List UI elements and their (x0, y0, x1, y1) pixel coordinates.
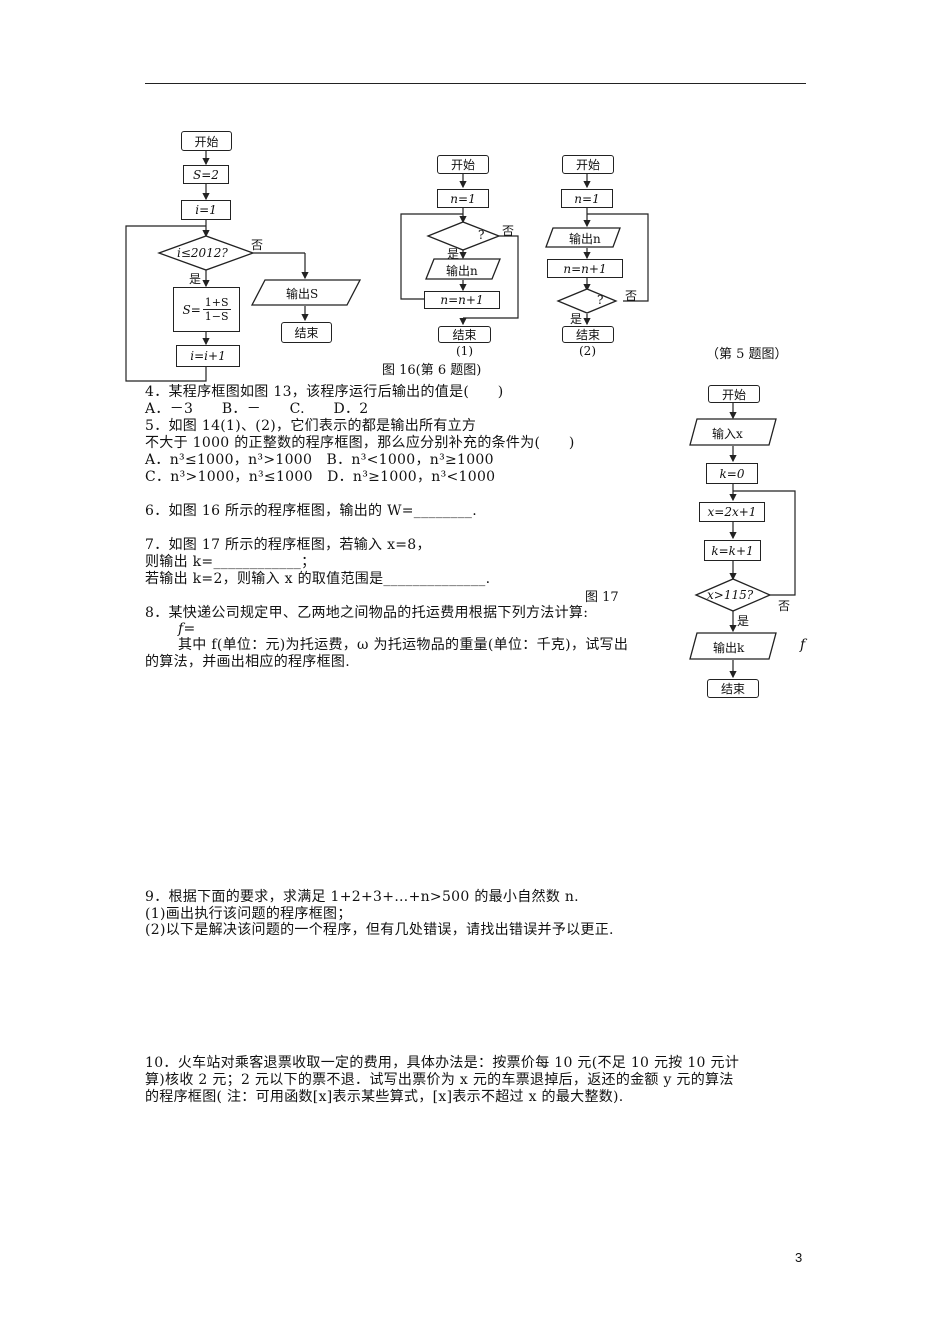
fc-b2-output: 输出n (569, 232, 601, 246)
fc-b2-yes: 是 (570, 312, 583, 326)
fc-a-i-init: i=1 (181, 200, 231, 220)
fc-a-frac-num: 1+S (202, 296, 231, 310)
fc-c-k-update: k=k+1 (704, 540, 761, 561)
fc-a-fraction: 1+S 1−S (202, 296, 231, 323)
fc-a-diamond (157, 235, 255, 271)
q8-line2: f= (178, 621, 196, 637)
q9-line1: 9．根据下面的要求，求满足 1+2+3+…+n>500 的最小自然数 n. (145, 889, 579, 905)
fc-b1-end: 结束 (438, 326, 491, 343)
fc-c-cond: x>115? (707, 588, 754, 602)
fc-c-input: 输入x (712, 427, 743, 441)
fc-c-k-init: k=0 (706, 463, 758, 484)
fc-b2-end: 结束 (562, 326, 614, 343)
fc-a-yes: 是 (189, 272, 202, 286)
header-rule (145, 83, 806, 84)
fc-c-output: 输出k (713, 641, 745, 655)
q7-line2: 则输出 k=____________； (145, 554, 316, 570)
fc-a-s-init: S=2 (183, 165, 229, 184)
fc-b2-start: 开始 (562, 155, 614, 174)
fc-b2-label: (2) (579, 344, 596, 358)
q5-line2: 不大于 1000 的正整数的程序框图，那么应分别补充的条件为( ) (145, 435, 575, 451)
fc-b2-cond: ? (597, 293, 604, 307)
fc-a-no: 否 (251, 238, 264, 252)
q9-line2: (1)画出执行该问题的程序框图； (145, 906, 352, 922)
fc-b1-yes: 是 (447, 247, 460, 261)
caption-fig17: 图 17 (585, 590, 619, 605)
fc-b1-inc: n=n+1 (424, 291, 500, 309)
q10-line2: 算)核收 2 元；2 元以下的票不退．试写出票价为 x 元的车票退掉后，返还的金… (145, 1072, 734, 1088)
fc-b2-init: n=1 (561, 189, 613, 208)
q7-line1: 7．如图 17 所示的程序框图，若输入 x=8， (145, 537, 431, 553)
q6-line1: 6．如图 16 所示的程序框图，输出的 W=________. (145, 503, 477, 519)
fc-c-no: 否 (778, 599, 791, 613)
q8-line3: 其中 f(单位：元)为托运费，ω 为托运物品的重量(单位：千克)，试写出 (178, 637, 629, 653)
q4-line2: A．－3 B．－ C. D．2 (145, 401, 369, 417)
q10-line3: 的程序框图( 注：可用函数[x]表示某些算式，[x]表示不超过 x 的最大整数)… (145, 1089, 624, 1105)
caption-q5: （第 5 题图） (706, 347, 788, 362)
fc-a-output: 输出S (286, 287, 319, 301)
fc-b1-label: (1) (456, 344, 473, 358)
q8-line4: 的算法，并画出相应的程序框图. (145, 654, 350, 670)
q8-line1: 8．某快递公司规定甲、乙两地之间物品的托运费用根据下列方法计算: (145, 605, 589, 621)
fc-a-assign: S= 1+S 1−S (173, 287, 240, 332)
fc-a-inc: i=i+1 (176, 345, 240, 367)
fc-b2-no: 否 (625, 289, 638, 303)
q5-line4: C．n³>1000，n³≤1000 D．n³≥1000，n³<1000 (145, 469, 496, 485)
fc-b1-no: 否 (502, 224, 515, 238)
q9-line3: (2)以下是解决该问题的一个程序，但有几处错误，请找出错误并予以更正. (145, 922, 614, 938)
fc-a-frac-den: 1−S (204, 310, 229, 323)
fc-a-cond: i≤2012? (177, 246, 228, 260)
fc-b1-output: 输出n (446, 264, 478, 278)
fc-c-end: 结束 (707, 679, 759, 698)
fc-c-start: 开始 (708, 385, 760, 403)
fc-a-assign-left: S= (182, 302, 201, 317)
q10-line1: 10．火车站对乘客退票收取一定的费用，具体办法是：按票价每 10 元(不足 10… (145, 1055, 740, 1071)
page-number: 3 (795, 1250, 803, 1265)
fc-b1-init: n=1 (437, 189, 489, 208)
q7-line3: 若输出 k=2，则输入 x 的取值范围是______________. (145, 571, 491, 587)
q5-line1: 5．如图 14(1)、(2)，它们表示的都是输出所有立方 (145, 418, 477, 434)
fc-c-yes: 是 (737, 614, 750, 628)
q5-line3: A．n³≤1000，n³>1000 B．n³<1000，n³≥1000 (145, 452, 494, 468)
fc-b1-start: 开始 (437, 155, 489, 174)
fc-b2-inc: n=n+1 (547, 259, 623, 278)
fc-a-end: 结束 (281, 322, 332, 343)
fc-b1-cond: ? (478, 228, 485, 242)
q4-line1: 4．某程序框图如图 13，该程序运行后输出的值是( ) (145, 384, 504, 400)
fc-a-start: 开始 (181, 131, 232, 151)
caption-fig16: 图 16(第 6 题图) (382, 363, 482, 378)
fc-c-x-update: x=2x+1 (699, 502, 765, 522)
q8-line3b: f (800, 637, 806, 653)
